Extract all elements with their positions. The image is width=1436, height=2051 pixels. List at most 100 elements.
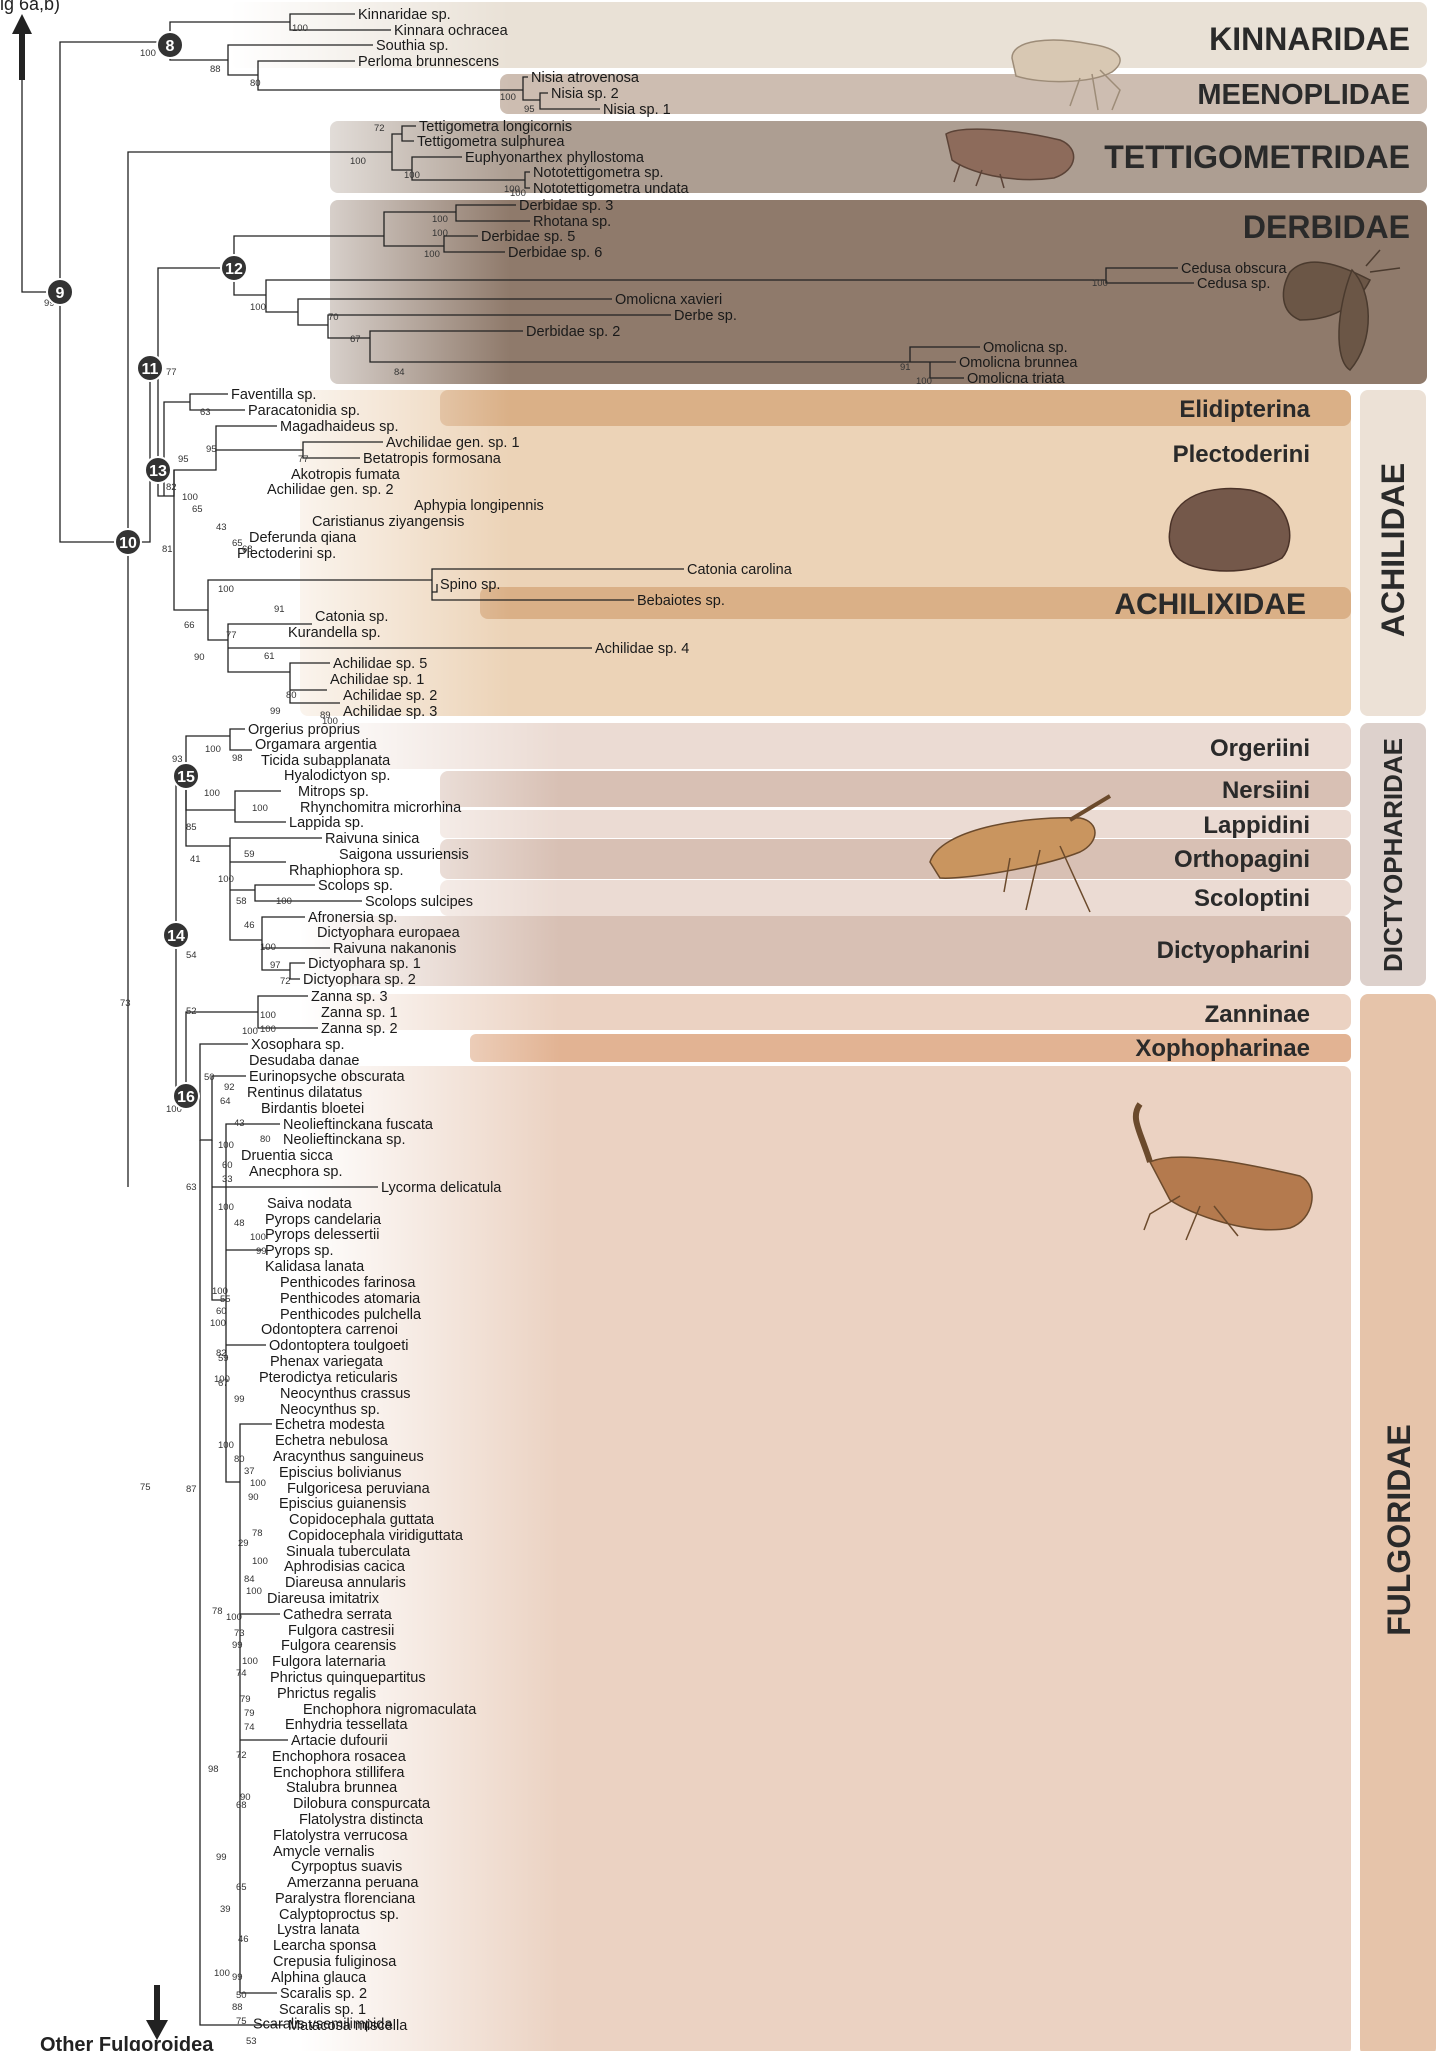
label-xophopharinae: Xophopharinae [1135,1035,1310,1062]
taxon-label: Ticida subapplanata [261,753,391,769]
taxon-label: Kalidasa lanata [265,1259,365,1275]
support-value: 79 [240,1694,251,1705]
taxon-label: Diareusa imitatrix [267,1591,380,1607]
support-value: 100 [432,228,448,239]
support-value: 85 [186,822,197,833]
taxon-label: Episcius bolivianus [279,1465,402,1481]
taxon-label: Fulgora laternaria [272,1654,387,1670]
support-value: 88 [232,2002,243,2013]
taxon-label: Nototettigometra sp. [533,165,664,181]
taxon-label: Neolieftinckana fuscata [283,1117,434,1133]
taxon-label: Dictyophara sp. 1 [308,956,421,972]
support-value: 81 [162,544,173,555]
taxon-label: Omolicna brunnea [959,355,1078,371]
taxon-label: Hyalodictyon sp. [284,768,390,784]
taxon-label: Derbidae sp. 6 [508,245,602,261]
support-value: 54 [186,950,197,961]
support-value: 100 [218,1202,234,1213]
support-value: 72 [236,1750,247,1761]
support-value: 100 [218,584,234,595]
support-value: 100 [916,376,932,387]
side-label-fulgoridae: FULGORIDAE [1381,1424,1417,1636]
taxon-label: Raivuna nakanonis [333,941,456,957]
support-value: 100 [140,48,156,59]
support-value: 52 [186,1006,197,1017]
support-value: 84 [394,367,405,378]
taxon-label: Flatolystra verrucosa [273,1828,409,1844]
taxon-label: Xosophara sp. [251,1037,345,1053]
label-orthopagini: Orthopagini [1174,846,1310,873]
taxon-label: Faventilla sp. [231,387,316,403]
taxon-label: Echetra nebulosa [275,1433,389,1449]
label-nersiini: Nersiini [1222,777,1310,804]
node-number: 8 [166,38,175,55]
taxon-label: Odontoptera toulgoeti [269,1338,408,1354]
support-value: 63 [200,407,211,418]
support-value: 59 [218,1353,229,1364]
support-value: 100 [226,1612,242,1623]
taxon-label: Dictyophara europaea [317,925,461,941]
taxon-label: Southia sp. [376,38,449,54]
support-value: 65 [232,538,243,549]
taxon-label: Euphyonarthex phyllostoma [465,150,645,166]
taxon-label: Eurinopsyche obscurata [249,1069,405,1085]
taxon-label: Achilidae sp. 4 [595,641,689,657]
taxon-label: Lystra lanata [277,1922,360,1938]
taxon-label: Spino sp. [440,577,500,593]
taxon-label: Cedusa obscura [1181,261,1288,277]
taxon-label: Pyrops sp. [265,1243,334,1259]
node-number: 13 [149,463,167,480]
achilidae-insect-icon [1169,489,1289,571]
taxon-label: Catonia carolina [687,562,793,578]
label-kinnaridae: KINNARIDAE [1209,21,1410,57]
support-value: 65 [192,504,203,515]
taxon-label: Paralystra florenciana [275,1891,416,1907]
taxon-label: Saigona ussuriensis [339,847,469,863]
node-number: 11 [142,361,159,378]
bottom-caption: Other Fulgoroidea [40,2034,214,2051]
taxon-label: Birdantis bloetei [261,1101,364,1117]
top-caption: ig 6a,b) [0,0,60,14]
taxon-label: Rhynchomitra microrhina [300,800,462,816]
support-value: 46 [238,1934,249,1945]
taxon-label: Dictyophara sp. 2 [303,972,416,988]
taxon-label: Magadhaideus sp. [280,419,399,435]
support-value: 77 [226,630,237,641]
side-label-achilidae: ACHILIDAE [1375,463,1411,637]
support-value: 100 [242,1026,258,1037]
taxon-label: Amycle vernalis [273,1844,375,1860]
taxon-label: Scolops sulcipes [365,894,473,910]
support-value: 33 [222,1174,233,1185]
support-value: 63 [186,1182,197,1193]
taxon-label: Cathedra serrata [283,1607,393,1623]
support-value: 100 [432,214,448,225]
support-value: 100 [292,23,308,34]
taxon-label: Nisia sp. 1 [603,102,671,118]
label-tettigometridae: TETTIGOMETRIDAE [1104,139,1410,175]
support-value: 88 [210,64,221,75]
taxon-label: Diareusa annularis [285,1575,406,1591]
support-value: 100 [246,1586,262,1597]
taxon-label: Penthicodes atomaria [280,1291,421,1307]
taxon-label: Nisia atrovenosa [531,70,640,86]
taxon-label: Rhaphiophora sp. [289,863,403,879]
taxon-label: Achilidae sp. 3 [343,704,437,720]
support-value: 79 [244,1708,255,1719]
taxon-label: Alphina glauca [271,1970,367,1986]
support-value: 50 [236,1990,247,2001]
support-value: 100 [322,716,338,727]
support-value: 87 [186,1484,197,1495]
support-value: 98 [208,1764,219,1775]
taxon-label: Amerzanna peruana [287,1875,419,1891]
support-value: 100 [260,942,276,953]
taxon-label: Kurandella sp. [288,625,381,641]
taxon-label: Omolicna sp. [983,340,1068,356]
support-value: 61 [264,651,275,662]
support-value: 58 [236,896,247,907]
label-orgeriini: Orgeriini [1210,735,1310,762]
taxon-label: Cyrpoptus suavis [291,1859,402,1875]
taxon-label: Pyrops delessertii [265,1227,379,1243]
taxon-label: Lycorma delicatula [381,1180,502,1196]
taxon-label: Caristianus ziyangensis [312,514,464,530]
support-value: 98 [232,753,243,764]
